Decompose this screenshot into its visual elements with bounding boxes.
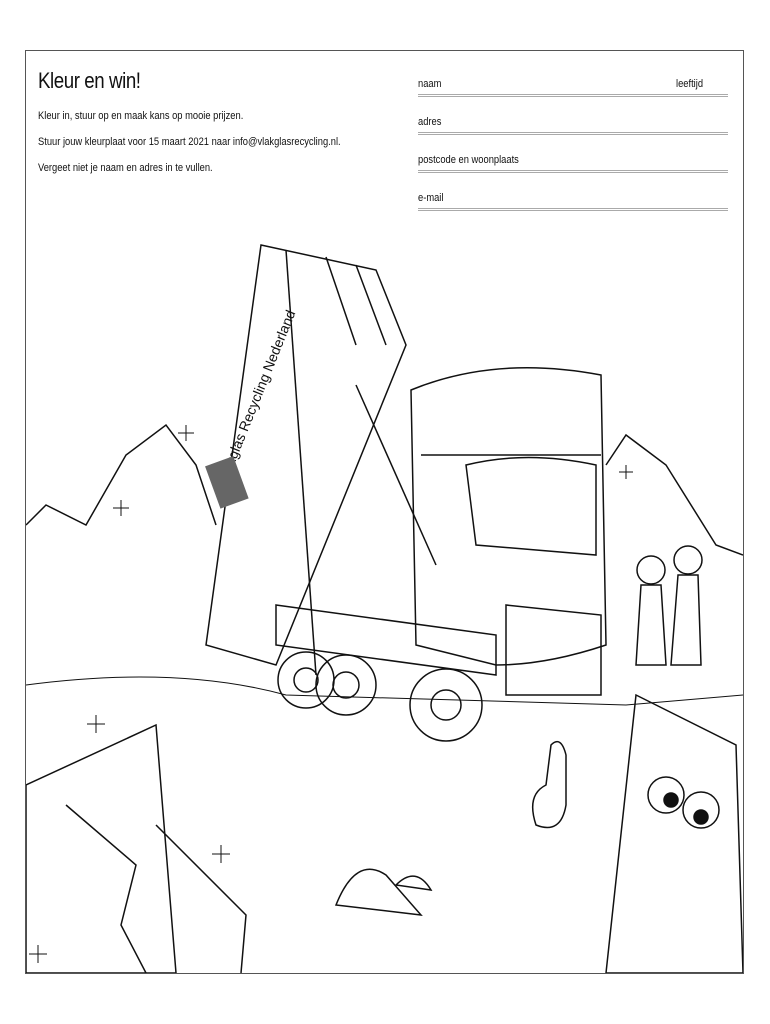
deadline-text: Stuur jouw kleurplaat voor 15 maart 2021… xyxy=(38,136,341,148)
postcode-field[interactable]: postcode en woonplaats xyxy=(418,148,728,173)
mountain-left xyxy=(26,423,217,526)
glass-pane-character-icon xyxy=(531,693,743,973)
sparkle-icon xyxy=(29,425,633,963)
age-label: leeftijd xyxy=(676,78,704,90)
rock-icon xyxy=(394,875,433,891)
email-field[interactable]: e-mail xyxy=(418,186,728,211)
truck-icon xyxy=(275,367,607,742)
page-frame xyxy=(25,50,744,974)
email-label: e-mail xyxy=(418,192,444,204)
rock-icon xyxy=(334,868,423,916)
children-icon xyxy=(635,545,703,666)
coloring-illustration: Vlakglas Recycling Nederland xyxy=(26,244,743,973)
name-field[interactable]: naam leeftijd xyxy=(418,72,728,97)
mountain-right xyxy=(605,433,743,556)
reminder-text: Vergeet niet je naam en adres in te vull… xyxy=(38,162,213,174)
postcode-label: postcode en woonplaats xyxy=(418,154,519,166)
container-icon: Vlakglas Recycling Nederland xyxy=(205,244,407,676)
intro-text: Kleur in, stuur op en maak kans op mooie… xyxy=(38,110,244,122)
page-title: Kleur en win! xyxy=(38,68,141,93)
broken-glass-pane-icon xyxy=(26,723,247,973)
name-label: naam xyxy=(418,78,442,90)
address-field[interactable]: adres xyxy=(418,110,728,135)
address-label: adres xyxy=(418,116,442,128)
